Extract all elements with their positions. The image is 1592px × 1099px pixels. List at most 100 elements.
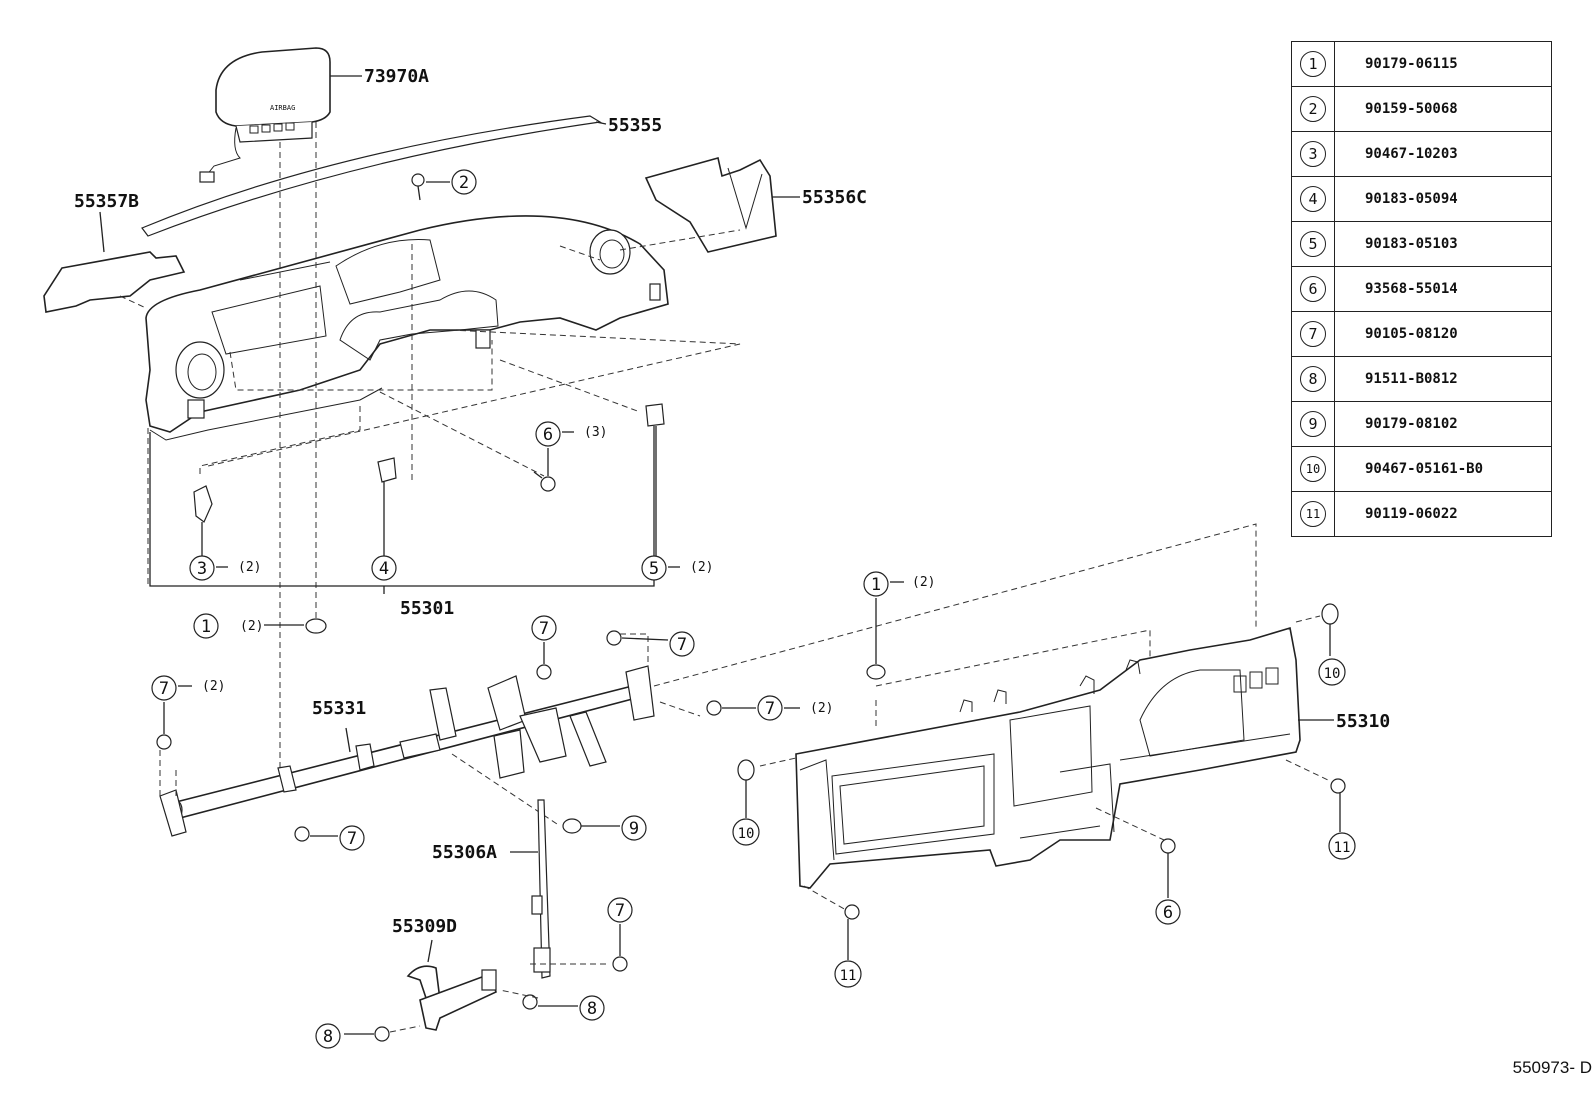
callout-7-a: 7 — [151, 675, 177, 701]
parts-table-part-number: 90467-10203 — [1334, 131, 1552, 177]
callout-3: 3 — [189, 555, 215, 581]
bolt-11-right — [1330, 778, 1346, 794]
screw-6-upper — [533, 471, 556, 492]
callout-8-a: 8 — [579, 995, 605, 1021]
svg-text:7: 7 — [615, 901, 625, 921]
screw-6-lower — [1160, 838, 1176, 854]
callout-4: 4 — [371, 555, 397, 581]
parts-table-key-cell: 6 — [1291, 266, 1335, 312]
part-label-55357B: 55357B — [74, 191, 139, 212]
brace-55306A — [537, 799, 551, 979]
parts-table-key-cell: 11 — [1291, 491, 1335, 537]
bolt-7-c — [536, 664, 552, 680]
bracket-55309D — [406, 965, 497, 1031]
parts-table-part-number: 90179-06115 — [1334, 41, 1552, 87]
parts-table-key-cell: 1 — [1291, 41, 1335, 87]
parts-table-key-cell: 7 — [1291, 311, 1335, 357]
screw-2 — [411, 173, 425, 201]
bolt-8-a — [522, 994, 538, 1010]
clip-4 — [377, 457, 397, 483]
bolt-7-f — [612, 956, 628, 972]
part-label-55306A: 55306A — [432, 842, 497, 863]
clip-1-right — [866, 664, 886, 680]
insulator-pad-right — [644, 157, 777, 253]
parts-table-key-cell: 2 — [1291, 86, 1335, 132]
svg-text:11: 11 — [840, 968, 857, 984]
svg-text:10: 10 — [1324, 666, 1341, 682]
svg-text:1: 1 — [871, 575, 881, 595]
parts-table-key-cell: 10 — [1291, 446, 1335, 492]
bolt-7-b — [294, 826, 310, 842]
part-label-55301: 55301 — [400, 598, 454, 619]
callout-7-c: 7 — [531, 615, 557, 641]
part-label-55309D: 55309D — [392, 916, 457, 937]
count-1-left: (2) — [240, 619, 263, 634]
insulator-pad-left — [43, 251, 186, 313]
parts-table-part-number: 90159-50068 — [1334, 86, 1552, 132]
parts-table-part-number: 93568-55014 — [1334, 266, 1552, 312]
callout-7-e: 7 — [757, 695, 783, 721]
callout-11-left: 11 — [834, 960, 862, 988]
defroster-strip — [141, 115, 602, 237]
callout-5: 5 — [641, 555, 667, 581]
svg-text:7: 7 — [765, 699, 775, 719]
part-label-73970A: 73970A — [364, 66, 429, 87]
bolt-11-left — [844, 904, 860, 920]
bolt-7-d — [606, 630, 622, 646]
callout-7-f: 7 — [607, 897, 633, 923]
count-7-a: (2) — [202, 679, 225, 694]
parts-table-key: 7 — [1300, 321, 1326, 347]
callout-1-left: 1 — [193, 613, 219, 639]
clip-3 — [193, 485, 213, 523]
callout-7-d: 7 — [669, 631, 695, 657]
parts-table-key: 10 — [1300, 456, 1326, 482]
svg-text:6: 6 — [543, 425, 553, 445]
parts-table-key-cell: 5 — [1291, 221, 1335, 267]
panel-reinforcement — [795, 626, 1301, 889]
document-id: 550973- D — [1512, 1058, 1592, 1077]
svg-text:9: 9 — [629, 819, 639, 839]
part-label-55331: 55331 — [312, 698, 366, 719]
svg-text:10: 10 — [738, 826, 755, 842]
count-3: (2) — [238, 560, 261, 575]
callout-1-right: 1 — [863, 571, 889, 597]
callout-2: 2 — [451, 169, 477, 195]
svg-text:8: 8 — [587, 999, 597, 1019]
svg-text:3: 3 — [197, 559, 207, 579]
callout-7-b: 7 — [339, 825, 365, 851]
svg-text:7: 7 — [677, 635, 687, 655]
nut-9 — [562, 818, 582, 834]
part-label-55355: 55355 — [608, 115, 662, 136]
callout-6-upper: 6 — [535, 421, 561, 447]
count-6-upper: (3) — [584, 425, 607, 440]
bolt-7-a — [156, 734, 172, 750]
parts-table-part-number: 90183-05094 — [1334, 176, 1552, 222]
callout-11-right: 11 — [1328, 832, 1356, 860]
clip-10-left — [737, 759, 755, 781]
callout-6-lower: 6 — [1155, 899, 1181, 925]
instrument-panel-upper — [145, 215, 669, 441]
parts-table-key: 8 — [1300, 366, 1326, 392]
svg-text:2: 2 — [459, 173, 469, 193]
parts-table-row: 8 91511-B0812 — [1291, 356, 1552, 402]
count-1-right: (2) — [912, 575, 935, 590]
airbag-module: AIRBAG — [199, 47, 331, 183]
part-label-55310: 55310 — [1336, 711, 1390, 732]
parts-table-key-cell: 9 — [1291, 401, 1335, 447]
parts-table-key-cell: 8 — [1291, 356, 1335, 402]
parts-table-part-number: 91511-B0812 — [1334, 356, 1552, 402]
nut-1-left — [305, 618, 327, 634]
svg-text:11: 11 — [1334, 840, 1351, 856]
bolt-8-b — [374, 1026, 390, 1042]
parts-table-key: 6 — [1300, 276, 1326, 302]
parts-table-key: 5 — [1300, 231, 1326, 257]
svg-text:7: 7 — [539, 619, 549, 639]
